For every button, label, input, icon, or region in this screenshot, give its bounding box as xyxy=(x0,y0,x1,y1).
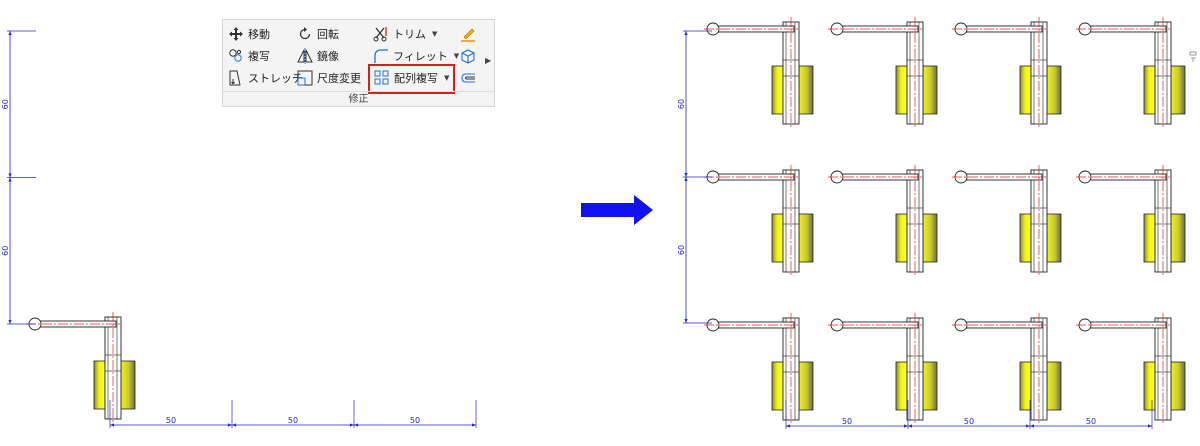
dimension-label: 50 xyxy=(842,417,852,426)
offset-icon xyxy=(459,69,477,87)
array-grid-icon xyxy=(373,69,391,87)
offset-button[interactable] xyxy=(459,69,480,87)
array-part xyxy=(703,16,814,129)
scissors-icon xyxy=(372,25,390,43)
copy-icon xyxy=(227,47,245,65)
before-dimensions: 60 60 50 50 50 xyxy=(1,30,477,428)
array-part xyxy=(951,164,1062,277)
rotate-button[interactable]: 回転 xyxy=(296,25,339,43)
trim-button[interactable]: トリム ▼ xyxy=(372,25,437,43)
move-label: 移動 xyxy=(248,28,270,41)
chevron-down-icon[interactable]: ▼ xyxy=(453,52,460,60)
array-part xyxy=(703,312,814,425)
scale-button[interactable]: 尺度変更 xyxy=(296,69,361,87)
mirror-label: 鏡像 xyxy=(317,50,339,63)
solid-edit-button[interactable] xyxy=(459,47,480,65)
chevron-down-icon[interactable]: ▼ xyxy=(444,74,450,82)
edit-pencil-button[interactable] xyxy=(459,25,480,43)
dimension-label: 60 xyxy=(677,99,686,109)
array-part xyxy=(827,16,938,129)
stretch-button[interactable]: ストレッチ xyxy=(227,69,303,87)
move-icon xyxy=(227,25,245,43)
trim-label: トリム xyxy=(393,28,426,41)
dimension-label: 50 xyxy=(964,417,974,426)
array-part xyxy=(951,16,1062,129)
modify-ribbon-panel: 移動 回転 トリム ▼ 複写 鏡像 フィレット ▼ xyxy=(222,19,495,107)
copy-button[interactable]: 複写 xyxy=(227,47,270,65)
mirror-button[interactable]: 鏡像 xyxy=(296,47,339,65)
fillet-icon xyxy=(372,47,390,65)
array-part-group xyxy=(703,16,1186,425)
cut-off-glyph xyxy=(1189,51,1197,62)
original-part xyxy=(25,311,136,424)
group-caption: 修正 xyxy=(348,94,369,105)
stretch-label: ストレッチ xyxy=(248,72,303,85)
pencil-icon xyxy=(459,25,477,43)
array-part xyxy=(827,312,938,425)
right-arrow-icon xyxy=(581,195,653,225)
array-part xyxy=(827,164,938,277)
dimension-label: 60 xyxy=(1,99,10,109)
scale-label: 尺度変更 xyxy=(317,72,361,85)
array-part xyxy=(1075,164,1186,277)
stretch-icon xyxy=(227,69,245,87)
dimension-label: 60 xyxy=(677,245,686,255)
dimension-label: 50 xyxy=(288,416,298,425)
dimension-label: 50 xyxy=(410,416,420,425)
array-part xyxy=(703,164,814,277)
move-button[interactable]: 移動 xyxy=(227,25,270,43)
array-button[interactable]: 配列複写 ▼ xyxy=(373,69,449,87)
scale-icon xyxy=(296,69,314,87)
cube-icon xyxy=(459,47,477,65)
array-part xyxy=(951,312,1062,425)
mirror-icon xyxy=(296,47,314,65)
array-part xyxy=(1075,16,1186,129)
copy-label: 複写 xyxy=(248,50,270,63)
rotate-label: 回転 xyxy=(317,28,339,41)
array-label: 配列複写 xyxy=(394,72,438,85)
after-dimensions: 60 60 50 50 50 xyxy=(677,30,1153,429)
dimension-label: 50 xyxy=(166,416,176,425)
dimension-label: 50 xyxy=(1086,417,1096,426)
ribbon-divider xyxy=(223,91,494,92)
chevron-down-icon[interactable]: ▼ xyxy=(432,30,438,38)
rotate-icon xyxy=(296,25,314,43)
chevron-right-icon[interactable]: ▶ xyxy=(485,56,492,65)
array-highlight-box xyxy=(368,64,455,94)
array-part xyxy=(1075,312,1186,425)
fillet-button[interactable]: フィレット ▼ xyxy=(372,47,459,65)
original-part-group xyxy=(25,311,136,424)
dimension-label: 60 xyxy=(1,246,10,256)
fillet-label: フィレット xyxy=(393,50,448,63)
